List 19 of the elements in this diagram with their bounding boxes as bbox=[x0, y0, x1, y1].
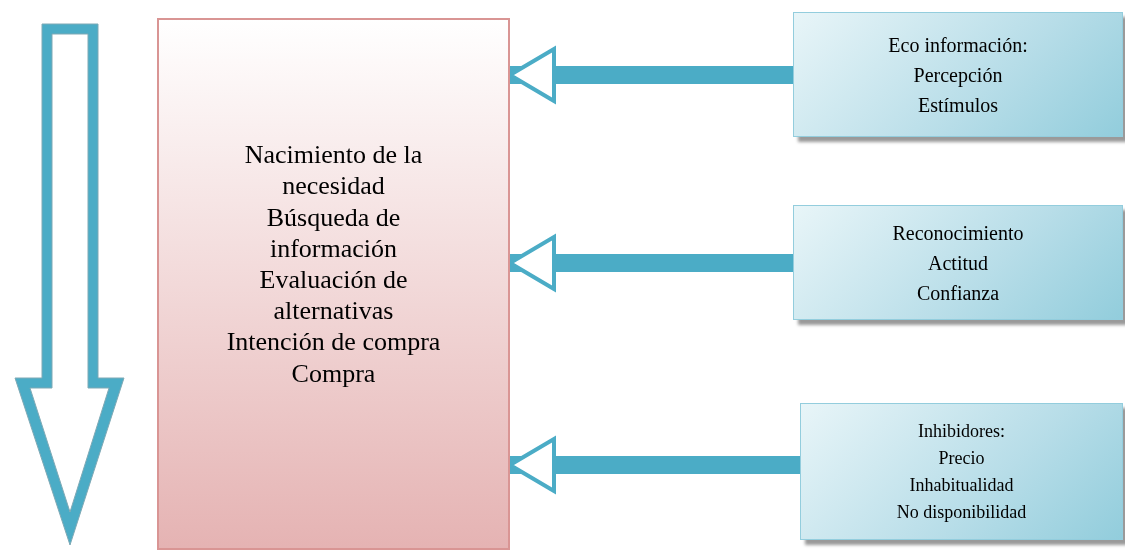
box-text: Búsqueda de información bbox=[265, 201, 402, 264]
stage-box bbox=[157, 18, 510, 550]
box-text: Estímulos bbox=[918, 92, 998, 118]
box-text: Confianza bbox=[916, 280, 1000, 306]
box-text: Reconocimiento bbox=[892, 220, 1024, 246]
box-text: Inhabitualidad bbox=[909, 473, 1014, 497]
factor-box bbox=[793, 12, 1123, 137]
factor-box bbox=[800, 403, 1123, 540]
box-text: No disponibilidad bbox=[896, 500, 1027, 524]
box-text: Compra bbox=[291, 357, 376, 389]
factor-box bbox=[793, 205, 1123, 320]
box-text: Eco información: bbox=[888, 32, 1028, 58]
box-text: Actitud bbox=[928, 250, 988, 276]
box-text: Inhibidores: bbox=[918, 419, 1005, 443]
box-text: Percepción bbox=[913, 62, 1003, 89]
box-text: Intención de compra bbox=[226, 326, 441, 358]
box-text: Evaluación de alternativas bbox=[258, 264, 409, 327]
box-text: Nacimiento de la necesidad bbox=[243, 139, 424, 202]
box-text: Precio bbox=[938, 446, 985, 470]
